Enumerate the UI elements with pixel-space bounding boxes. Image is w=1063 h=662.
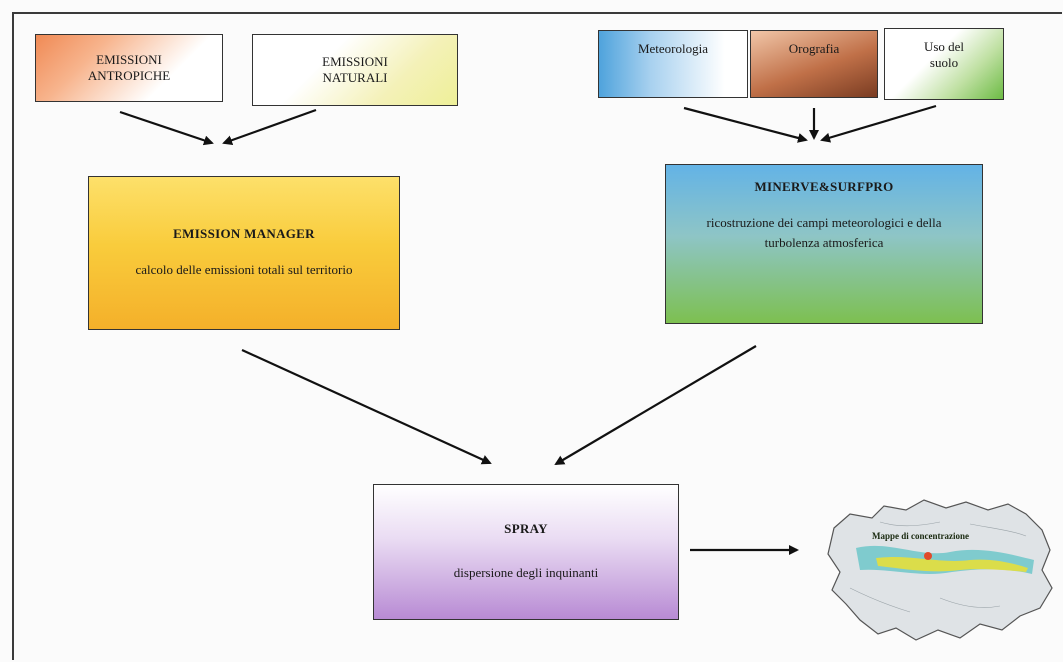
map-label: Mappe di concentrazione [872,531,969,541]
arrow-uso-to-min [820,104,937,143]
uso-del-suolo-label: Uso del suolo [923,39,965,70]
box-meteorologia: Meteorologia [598,30,748,98]
spray-description: dispersione degli inquinanti [453,565,599,580]
spray-title: SPRAY [504,521,548,536]
box-uso-del-suolo: Uso del suolo [884,28,1004,100]
box-orografia: Orografia [750,30,878,98]
arrow-min-to-spray [554,345,757,466]
hotspot [924,552,932,560]
orografia-label: Orografia [788,41,840,56]
concentration-map-image [827,499,1053,641]
box-emissioni-naturali: EMISSIONI NATURALI [252,34,458,106]
arrow-meteo-to-min [683,106,808,143]
box-spray: SPRAY dispersione degli inquinanti [373,484,679,620]
meteorologia-label: Meteorologia [637,41,709,56]
arrow-antropiche-to-em [119,110,214,146]
minerve-title: MINERVE&SURFPRO [754,179,894,194]
box-emissioni-antropiche: EMISSIONI ANTROPICHE [35,34,223,102]
emissioni-naturali-label: EMISSIONI NATURALI [322,54,388,85]
concentration-core [876,557,1028,572]
box-minerve-surfpro: MINERVE&SURFPRO ricostruzione dei campi … [665,164,983,324]
arrow-naturali-to-em [222,108,317,146]
terrain-texture [849,521,1027,613]
emissioni-antropiche-label: EMISSIONI ANTROPICHE [87,52,171,83]
emission-manager-description: calcolo delle emissioni totali sul terri… [135,262,353,277]
minerve-description: ricostruzione dei campi meteorologici e … [706,215,942,250]
diagram-frame [12,12,1062,660]
box-emission-manager: EMISSION MANAGER calcolo delle emissioni… [88,176,400,330]
arrow-em-to-spray [241,348,492,465]
emission-manager-title: EMISSION MANAGER [173,226,315,241]
